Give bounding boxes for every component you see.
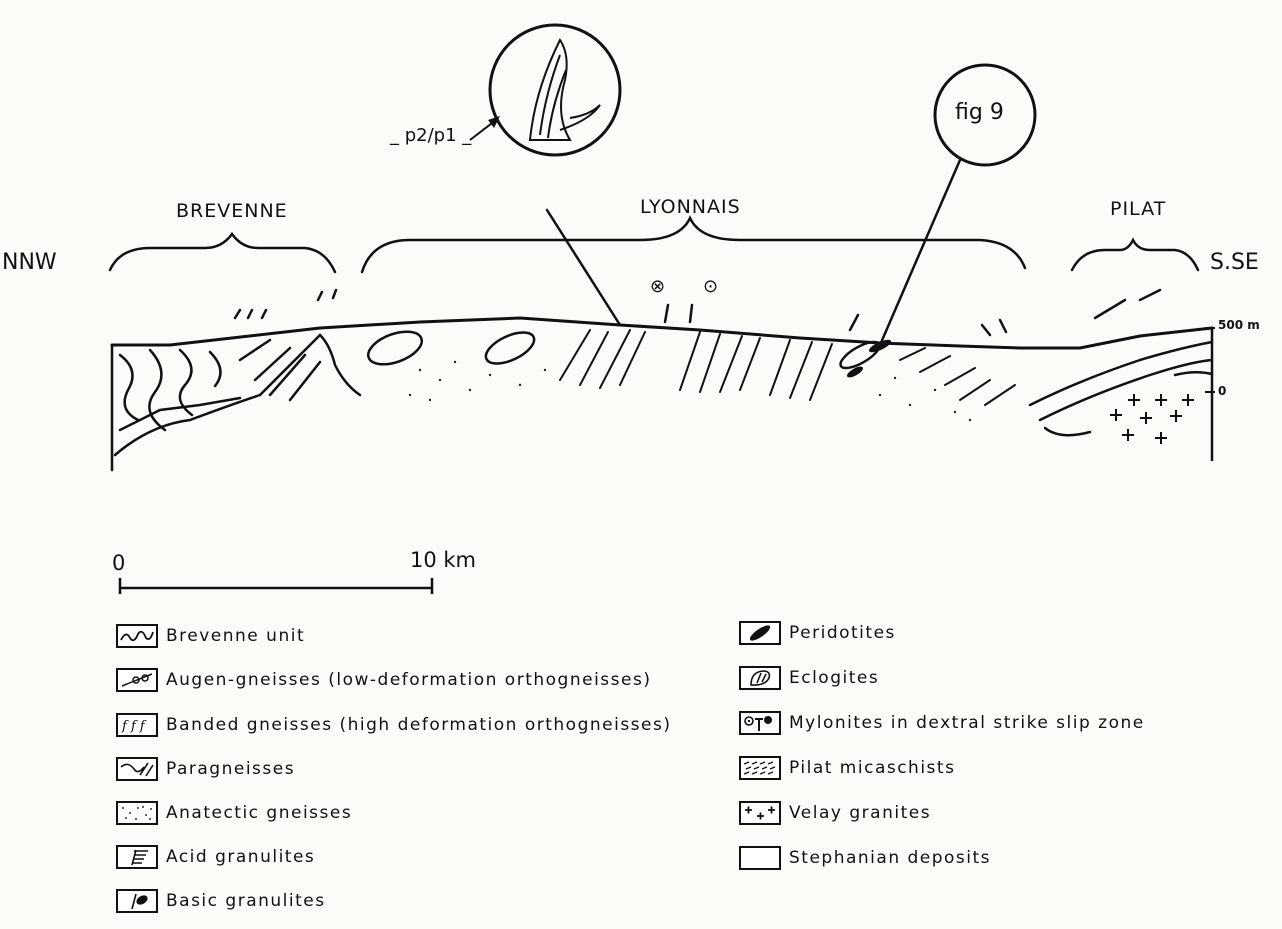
direction-left-label: NNW	[2, 250, 57, 275]
legend-item-anatectic: Anatectic gneisses	[116, 801, 352, 825]
legend-item-augen: Augen-gneisses (low-deformation orthogne…	[116, 668, 651, 692]
micaschist-icon	[739, 756, 781, 780]
brevenne-brace	[110, 234, 335, 272]
legend-item-paragneiss: Paragneisses	[116, 757, 295, 781]
region-label-pilat: PILAT	[1110, 198, 1166, 220]
legend-item-peridotite: Peridotites	[739, 621, 896, 645]
legend-item-mylonite: Mylonites in dextral strike slip zone	[739, 711, 1145, 735]
legend-item-acid-granulite: Acid granulites	[116, 845, 315, 869]
into-page-symbol: ⊗	[650, 276, 665, 297]
vertical-scale-zero: 0	[1218, 384, 1226, 398]
granite-icon	[739, 801, 781, 825]
vertical-scale-top: 500 m	[1218, 318, 1260, 332]
scale-bar-line	[120, 578, 432, 594]
paragneiss-icon	[116, 757, 158, 781]
fig9-callout-line	[880, 160, 960, 345]
anatectic-icon	[116, 801, 158, 825]
region-label-brevenne: BREVENNE	[176, 200, 288, 222]
fold-callout-line	[547, 210, 620, 325]
acid-granulite-icon	[116, 845, 158, 869]
scale-start-label: 0	[112, 551, 125, 575]
augen-icon	[116, 668, 158, 692]
peridotite-icon	[739, 621, 781, 645]
fold-callout-circle	[490, 25, 620, 155]
fig-callout-label: fig 9	[955, 100, 1004, 125]
legend-item-basic-granulite: Basic granulites	[116, 889, 326, 913]
svg-text:f f f: f f f	[121, 719, 147, 734]
out-of-page-symbol: ⊙	[703, 276, 718, 297]
legend-item-banded: f f f Banded gneisses (high deformation …	[116, 713, 672, 737]
topographic-profile	[112, 318, 1212, 348]
legend-item-granite: Velay granites	[739, 801, 931, 825]
lyonnais-brace	[362, 218, 1025, 272]
legend-item-stephanian: Stephanian deposits	[739, 846, 991, 870]
eclogite-icon	[739, 666, 781, 690]
region-label-lyonnais: LYONNAIS	[640, 196, 741, 218]
banded-icon: f f f	[116, 713, 158, 737]
legend-item-brevenne: Brevenne unit	[116, 624, 305, 648]
direction-right-label: S.SE	[1210, 250, 1259, 275]
fold-callout-label: _ p2/p1 _	[390, 125, 471, 146]
mylonite-icon	[739, 711, 781, 735]
stephanian-icon	[739, 846, 781, 870]
legend-item-micaschist: Pilat micaschists	[739, 756, 955, 780]
legend-item-eclogite: Eclogites	[739, 666, 879, 690]
brevenne-icon	[116, 624, 158, 648]
basic-granulite-icon	[116, 889, 158, 913]
scale-end-label: 10 km	[410, 548, 476, 572]
pilat-brace	[1072, 240, 1198, 270]
